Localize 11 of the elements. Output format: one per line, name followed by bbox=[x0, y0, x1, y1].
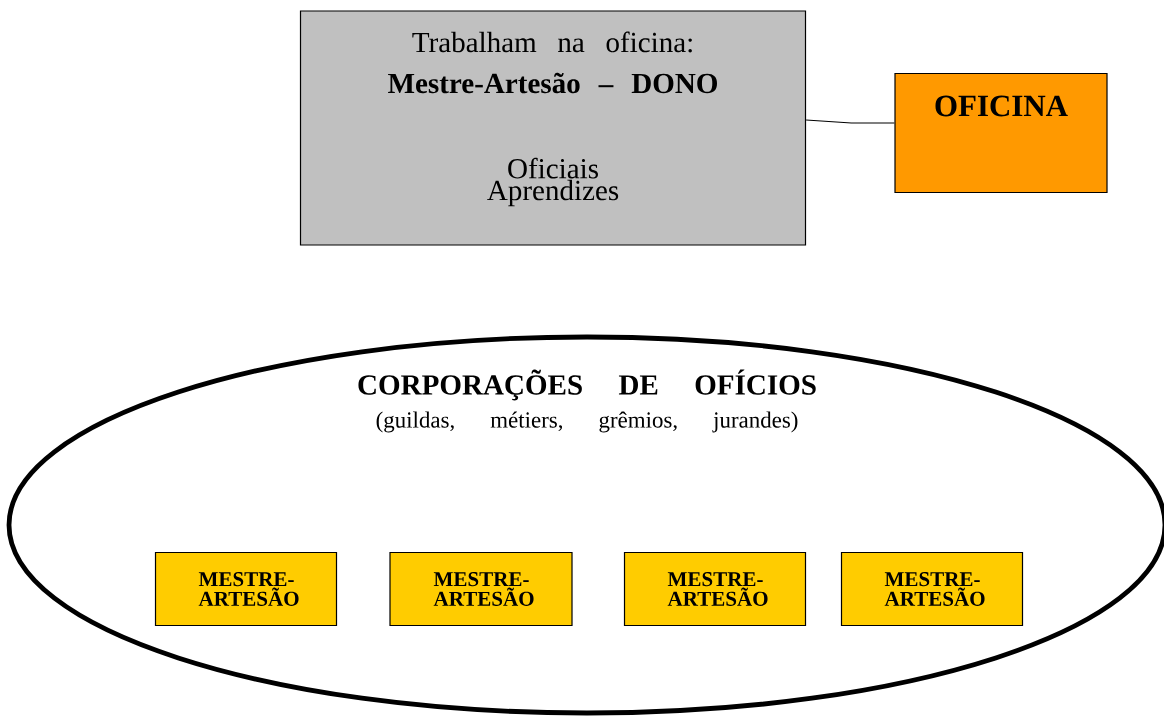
box-title: OFICINA bbox=[935, 95, 1068, 117]
ellipse-subtitle: (guildas, métiers, grêmios, jurandes) bbox=[376, 411, 798, 433]
box: MESTRE-ARTESÃO bbox=[154, 551, 338, 627]
box-text: Mestre-Artesão – DONO bbox=[388, 72, 717, 94]
box: MESTRE-ARTESÃO bbox=[623, 551, 807, 627]
box: MESTRE-ARTESÃO bbox=[389, 551, 573, 627]
box-text: Trabalham na oficina: bbox=[412, 31, 692, 53]
ellipse-title: CORPORAÇÕES DE OFÍCIOS bbox=[358, 369, 816, 401]
box: MESTRE-ARTESÃO bbox=[840, 551, 1024, 627]
leader-line bbox=[805, 119, 895, 124]
box-text: Oficiais Aprendizes bbox=[487, 157, 619, 207]
